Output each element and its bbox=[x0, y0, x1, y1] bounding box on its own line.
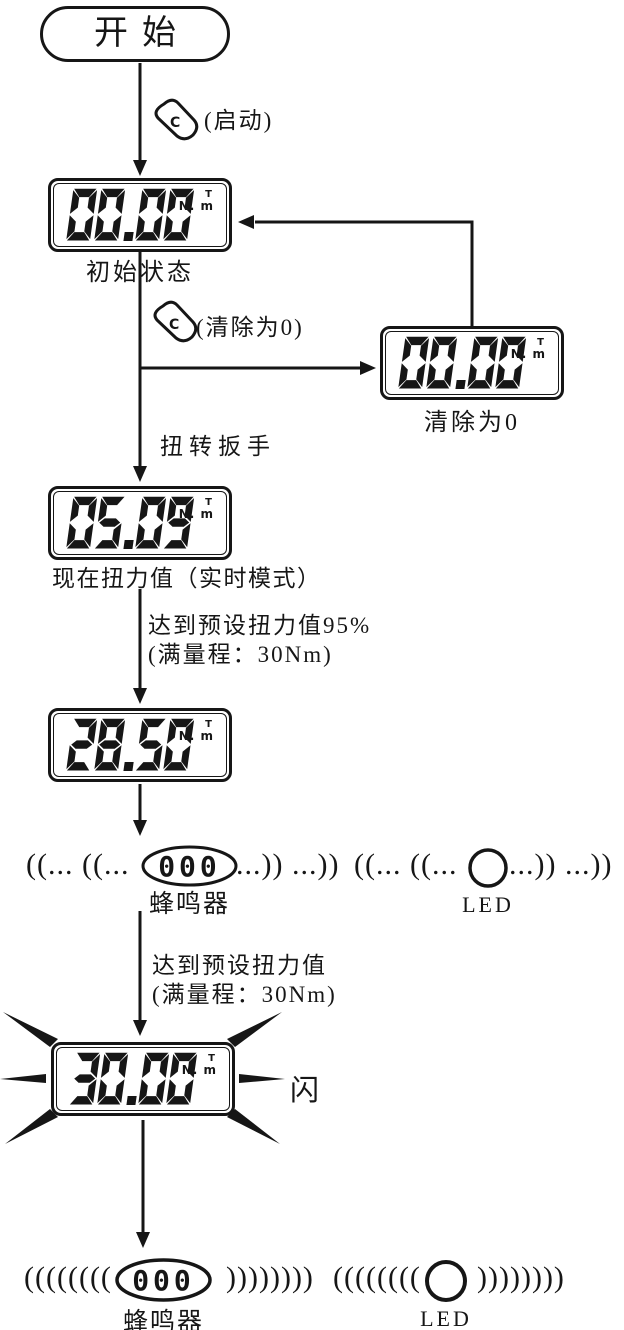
arrowhead-left-icon bbox=[238, 215, 254, 229]
c-button-clear-icon: C bbox=[153, 300, 198, 343]
lcd-digits bbox=[59, 187, 202, 244]
action-label-twist-wrench: 扭转扳手 bbox=[160, 434, 276, 459]
arrow-loop-cleared-to-initial bbox=[255, 220, 474, 326]
led-wave-right: ...)) ...)) bbox=[509, 848, 613, 881]
arrowhead-down-icon bbox=[133, 466, 147, 482]
arrowhead-down-icon bbox=[133, 160, 147, 176]
arrowhead-down-icon bbox=[133, 1020, 147, 1036]
caption-initial-state: 初始状态 bbox=[86, 260, 194, 286]
unit-label: N. m bbox=[178, 729, 214, 743]
lcd-unit: T N. m bbox=[511, 338, 546, 361]
buzzer-final-icon: 000 bbox=[115, 1258, 212, 1302]
action-label-reach-95: 达到预设扭力值95% (满量程：30Nm) bbox=[148, 611, 371, 669]
led-final-wave-right: )))))))) bbox=[477, 1261, 565, 1294]
led-wave-left: ((... ((... bbox=[354, 848, 458, 881]
buzzer-final-caption: 蜂鸣器 bbox=[122, 1309, 204, 1330]
unit-label: N. m bbox=[178, 507, 214, 521]
mode-flag: T bbox=[537, 337, 544, 348]
mode-flag: T bbox=[205, 719, 212, 730]
caption-realtime: 现在扭力值（实时模式） bbox=[52, 566, 322, 591]
arrowhead-down-icon bbox=[133, 688, 147, 704]
buzzer-symbol: 000 bbox=[158, 850, 221, 883]
flash-rays-icon bbox=[0, 1012, 285, 1144]
c-button-start-icon: C bbox=[154, 98, 199, 141]
lcd-unit: T N. m bbox=[179, 720, 214, 743]
reach-95-line2: (满量程：30Nm) bbox=[148, 642, 333, 667]
arrowhead-right-icon bbox=[360, 361, 376, 375]
unit-label: N. m bbox=[510, 347, 546, 361]
buzzer-final-wave-left: (((((((( bbox=[24, 1261, 112, 1294]
mode-flag: T bbox=[208, 1053, 215, 1064]
led-final-wave-left: (((((((( bbox=[333, 1261, 421, 1294]
lcd-display-realtime: T N. m bbox=[48, 486, 232, 560]
lcd-display-initial: T N. m bbox=[48, 178, 232, 252]
unit-label: N. m bbox=[178, 199, 214, 213]
buzzer-wave-left: ((... ((... bbox=[26, 848, 130, 881]
lcd-digits bbox=[59, 717, 202, 774]
lcd-display-near-preset: T N. m bbox=[48, 708, 232, 782]
lcd-digits bbox=[59, 495, 202, 552]
buzzer-icon: 000 bbox=[141, 845, 238, 887]
lcd-digits bbox=[391, 335, 534, 392]
unit-label: N. m bbox=[181, 1063, 217, 1077]
lcd-unit: T N. m bbox=[179, 190, 214, 213]
reach-95-line1: 达到预设扭力值95% bbox=[148, 613, 372, 638]
buzzer-caption: 蜂鸣器 bbox=[148, 891, 230, 918]
action-label-power-on: (启动) bbox=[204, 108, 274, 133]
mode-flag: T bbox=[205, 497, 212, 508]
caption-cleared: 清除为0 bbox=[424, 410, 520, 436]
mode-flag: T bbox=[205, 189, 212, 200]
reach-full-line1: 达到预设扭力值 bbox=[152, 953, 327, 978]
lcd-digits bbox=[62, 1051, 205, 1108]
lcd-display-cleared: T N. m bbox=[380, 326, 564, 400]
led-caption: LED bbox=[462, 892, 514, 917]
start-label: 开始 bbox=[94, 15, 190, 52]
arrowhead-down-icon bbox=[136, 1232, 150, 1248]
reach-full-line2: (满量程：30Nm) bbox=[152, 982, 337, 1007]
lcd-unit: T N. m bbox=[182, 1054, 217, 1077]
buzzer-symbol: 000 bbox=[132, 1264, 195, 1297]
c-button-letter: C bbox=[170, 115, 180, 131]
c-button-letter: C bbox=[169, 317, 179, 333]
lcd-display-preset-flashing: T N. m bbox=[51, 1042, 235, 1116]
arrowhead-down-icon bbox=[133, 820, 147, 836]
start-node: 开始 bbox=[40, 6, 230, 62]
action-label-clear-to-zero: (清除为0) bbox=[196, 315, 304, 340]
led-final-caption: LED bbox=[420, 1306, 472, 1330]
flash-label: 闪 bbox=[290, 1075, 320, 1107]
buzzer-wave-right: ...)) ...)) bbox=[236, 848, 340, 881]
led-icon bbox=[468, 848, 508, 888]
lcd-unit: T N. m bbox=[179, 498, 214, 521]
led-final-icon bbox=[425, 1260, 467, 1302]
buzzer-final-wave-right: )))))))) bbox=[226, 1261, 314, 1294]
action-label-reach-full: 达到预设扭力值 (满量程：30Nm) bbox=[152, 951, 337, 1009]
